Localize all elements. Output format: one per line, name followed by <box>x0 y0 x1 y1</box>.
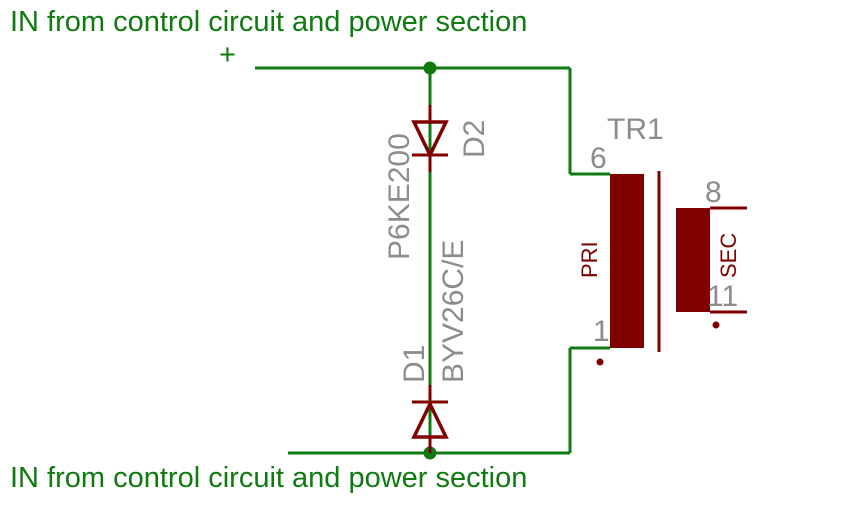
secondary-label: SEC <box>716 233 741 278</box>
bottom-input-label: IN from control circuit and power sectio… <box>10 462 527 494</box>
top-input-label: IN from control circuit and power sectio… <box>10 6 527 38</box>
secondary-winding <box>676 208 710 312</box>
primary-polarity-dot <box>596 358 604 366</box>
plus-sign: + <box>219 39 236 71</box>
primary-label: PRI <box>577 241 602 278</box>
d1-ref-label: D1 <box>398 345 431 383</box>
diode-d1 <box>411 385 449 453</box>
secondary-polarity-dot <box>712 321 720 329</box>
tr1-ref-label: TR1 <box>607 113 664 146</box>
pin-1-label: 1 <box>593 315 610 348</box>
transformer-tr1 <box>596 171 747 366</box>
pin-11-label: 11 <box>707 280 738 313</box>
pin-8-label: 8 <box>705 176 722 209</box>
d2-value-label: P6KE200 <box>383 133 416 260</box>
d1-value-label: BYV26C/E <box>437 240 470 383</box>
pin-6-label: 6 <box>590 142 607 175</box>
d2-ref-label: D2 <box>458 120 491 158</box>
top-junction-dot <box>423 61 437 75</box>
diode-d2 <box>411 105 449 172</box>
primary-winding <box>610 174 644 348</box>
